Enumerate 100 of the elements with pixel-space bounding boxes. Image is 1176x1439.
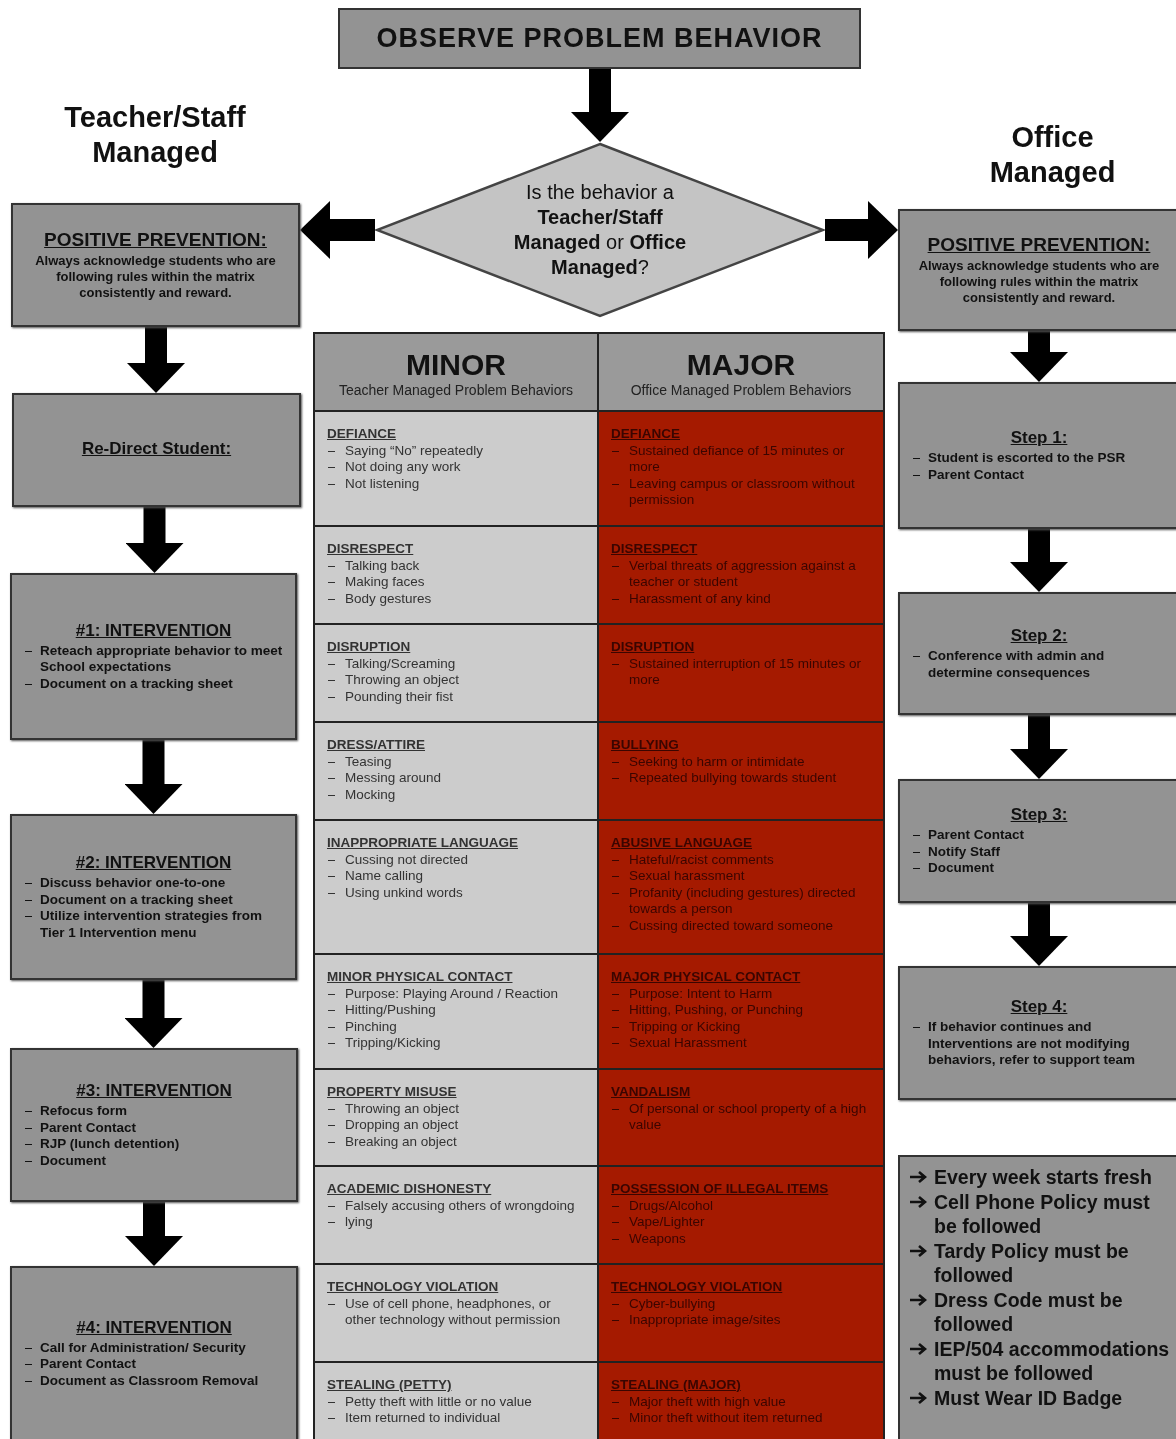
behavior-heading: DISRUPTION (327, 639, 412, 656)
behavior-heading: DEFIANCE (327, 426, 397, 443)
behavior-heading: INAPPROPRIATE LANGUAGE (327, 835, 519, 852)
behavior-row (597, 1165, 885, 1265)
list-item: Student is escorted to the PSR (912, 450, 1166, 467)
list-item: Parent Contact (24, 1356, 284, 1373)
list-item: Cussing not directed (327, 851, 585, 868)
behavior-heading: MINOR PHYSICAL CONTACT (327, 969, 514, 986)
behavior-row (313, 1361, 599, 1439)
step-box (10, 1048, 298, 1202)
step-box (898, 382, 1176, 529)
behavior-heading: DISRUPTION (611, 639, 696, 656)
list-item: Sexual Harassment (611, 1035, 871, 1052)
list-item: Dress Code must be followed (934, 1288, 1123, 1335)
list-item: Throwing an object (327, 672, 585, 689)
step-box (898, 966, 1176, 1100)
list-item: Hateful/racist comments (611, 851, 871, 868)
list-item: Parent Contact (912, 827, 1166, 844)
list-item: Pounding their fist (327, 688, 585, 705)
list-item: Use of cell phone, headphones, or other technology without permission (327, 1295, 585, 1329)
list-item: Document as Classroom Removal (24, 1372, 284, 1390)
step-box (898, 779, 1176, 903)
arrow (124, 980, 183, 1048)
list-item: Teasing (327, 753, 585, 770)
list-item: Making faces (327, 574, 585, 591)
behavior-heading: DISRESPECT (611, 541, 699, 558)
box-heading: #4: INTERVENTION (75, 1317, 233, 1338)
column-subtitle: Office Managed Problem Behaviors (629, 382, 853, 398)
behavior-row (313, 623, 599, 723)
list-item: Inappropriate image/sites (611, 1312, 871, 1329)
arrow (571, 69, 629, 142)
list-item: Major theft with high value (611, 1393, 871, 1410)
arrow (825, 201, 898, 259)
list-item: Not listening (327, 475, 585, 492)
list-item: Weapons (611, 1230, 871, 1247)
behavior-row (313, 721, 599, 821)
behavior-row (597, 623, 885, 723)
list-item: IEP/504 accommodations must be followed (934, 1337, 1170, 1384)
list-item: Using unkind words (327, 884, 585, 901)
behavior-heading: DISRESPECT (327, 541, 415, 558)
list-item: Of personal or school property of a high value (611, 1100, 871, 1134)
list-item: Messing around (327, 770, 585, 787)
step-box (10, 1266, 298, 1439)
behavior-heading: STEALING (PETTY) (327, 1377, 453, 1394)
list-item: Repeated bullying towards student (611, 770, 871, 787)
behavior-heading: TECHNOLOGY VIOLATION (327, 1279, 500, 1296)
list-item: Document on a tracking sheet (24, 675, 283, 693)
list-item: Discuss behavior one-to-one (24, 875, 283, 892)
list-item: If behavior continues and Interventions are not modifying behaviors, refer to support team (912, 1019, 1166, 1069)
behavior-heading: PROPERTY MISUSE (327, 1084, 458, 1101)
list-item: Drugs/Alcohol (611, 1197, 871, 1214)
arrow (125, 1202, 183, 1266)
column-title: MAJOR (685, 348, 797, 382)
box-heading: Step 1: (1009, 428, 1069, 448)
list-item: Throwing an object (327, 1100, 585, 1117)
list-item: Parent Contact (912, 466, 1166, 483)
arrow (1010, 715, 1068, 779)
arrow (1010, 903, 1068, 966)
list-item: Talking/Screaming (327, 655, 585, 672)
list-item: RJP (lunch detention) (24, 1136, 284, 1153)
list-item: Profanity (including gestures) directed towards a person (611, 884, 871, 918)
step-box (10, 814, 297, 980)
step-box (898, 592, 1176, 715)
column-subtitle: Teacher Managed Problem Behaviors (337, 382, 575, 398)
list-item: Cussing directed toward someone (611, 917, 871, 934)
behavior-heading: ABUSIVE LANGUAGE (611, 835, 753, 852)
box-text: Always acknowledge students who are following rules within the matrix consistently and reward. (34, 253, 277, 301)
list-item: Utilize intervention strategies from Tier 1 Intervention menu (24, 908, 283, 941)
column-title: MINOR (405, 348, 507, 382)
list-item: Tripping or Kicking (611, 1018, 871, 1035)
list-item: Tardy Policy must be followed (934, 1239, 1129, 1286)
list-item: Sustained interruption of 15 minutes or more (611, 655, 871, 689)
list-item: Parent Contact (24, 1119, 284, 1136)
list-item: Purpose: Intent to Harm (611, 985, 871, 1002)
behavior-heading: BULLYING (611, 737, 680, 754)
list-item: Conference with admin and determine consequences (912, 648, 1166, 681)
behavior-row (597, 525, 885, 625)
list-item: lying (327, 1214, 585, 1231)
box-heading: #3: INTERVENTION (75, 1081, 233, 1101)
list-item: Purpose: Playing Around / Reaction (327, 985, 585, 1002)
list-item: Verbal threats of aggression against a teacher or student (611, 557, 871, 591)
behavior-row (597, 1068, 885, 1167)
behavior-row (313, 1165, 599, 1265)
behavior-row (313, 1263, 599, 1363)
title-box: OBSERVE PROBLEM BEHAVIOR (338, 8, 861, 69)
list-item: Leaving campus or classroom without permission (611, 475, 871, 509)
list-item: Must Wear ID Badge (934, 1386, 1123, 1409)
behavior-heading: MAJOR PHYSICAL CONTACT (611, 969, 802, 986)
question-text: Is the behavior a Teacher/Staff Managed or Office Managed? (512, 180, 688, 280)
behavior-heading: ACADEMIC DISHONESTY (327, 1181, 493, 1198)
behavior-heading: TECHNOLOGY VIOLATION (611, 1279, 784, 1296)
list-item: Every week starts fresh (934, 1166, 1152, 1188)
decision-diamond (375, 142, 825, 318)
behavior-row (313, 819, 599, 955)
behavior-row (313, 1068, 599, 1167)
prevention-box (11, 203, 300, 327)
box-heading: #1: INTERVENTION (74, 620, 233, 641)
list-item: Document (24, 1152, 284, 1169)
behavior-row (313, 410, 599, 527)
list-item: Dropping an object (327, 1117, 585, 1134)
